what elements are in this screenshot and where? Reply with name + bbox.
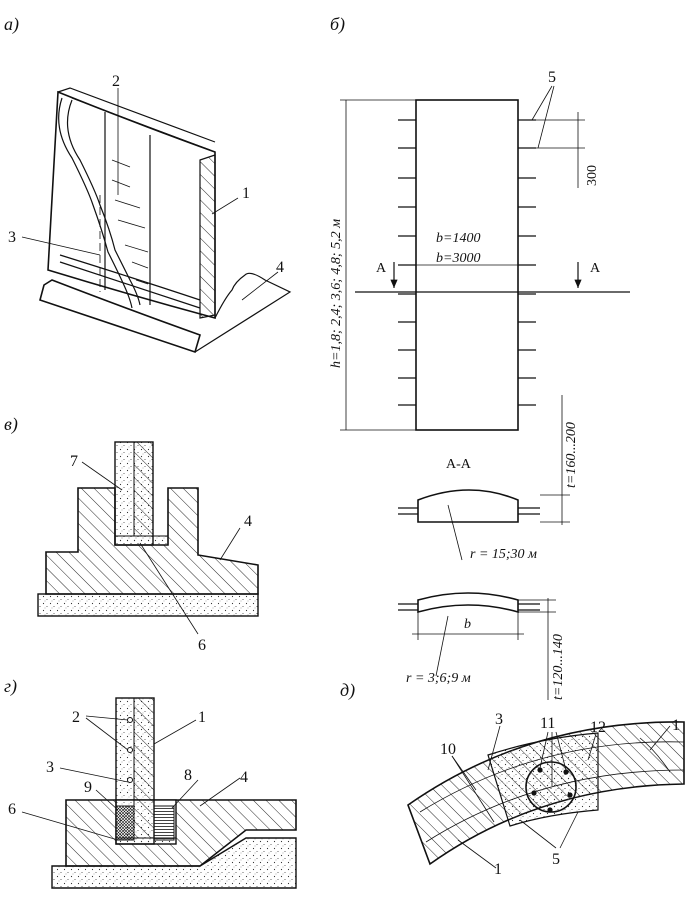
radius-label-2: r = 3;6;9 м bbox=[406, 671, 471, 686]
panel-b-label: б) bbox=[330, 14, 345, 35]
panel-v-label: в) bbox=[4, 414, 18, 435]
callout-g-1: 1 bbox=[198, 709, 206, 726]
panel-a: а) 2 3 bbox=[4, 14, 292, 354]
callout-g-2: 2 bbox=[72, 709, 80, 726]
panel-d-label: д) bbox=[340, 680, 355, 701]
callout-g-9: 9 bbox=[84, 779, 92, 796]
callout-v-4: 4 bbox=[244, 513, 252, 530]
section-title: А-А bbox=[446, 457, 472, 472]
panel-g-label: г) bbox=[4, 676, 17, 697]
callout-a-4: 4 bbox=[276, 259, 284, 276]
cutaway-edge bbox=[66, 99, 141, 306]
width-b: b bbox=[464, 617, 471, 632]
callout-d-11: 11 bbox=[540, 715, 555, 732]
embedded-connectors bbox=[398, 119, 536, 406]
foundation-ground bbox=[194, 272, 292, 353]
reinforcement-cage bbox=[525, 761, 577, 813]
width-label-1: b=1400 bbox=[436, 231, 480, 246]
callout-g-4: 4 bbox=[240, 769, 248, 786]
section-mark-left: А bbox=[376, 261, 387, 276]
panel-d: д) 3 11 12 1 10 1 5 bbox=[340, 680, 685, 878]
callout-a-2: 2 bbox=[112, 73, 120, 90]
height-dimension: h=1,8; 2,4; 3,6; 4,8; 5,2 м bbox=[329, 219, 344, 368]
radius-label-1: r = 15;30 м bbox=[470, 547, 537, 562]
callout-d-3: 3 bbox=[495, 711, 503, 728]
thickness-dimension-1: t=160...200 bbox=[564, 422, 579, 488]
callout-g-3: 3 bbox=[46, 759, 54, 776]
shell-section-2 bbox=[417, 592, 519, 614]
panel-edge-rib bbox=[199, 154, 216, 319]
callout-v-6: 6 bbox=[198, 637, 206, 654]
callout-v-7: 7 bbox=[70, 453, 78, 470]
panel-v: в) 7 4 6 bbox=[4, 414, 259, 654]
panel-b: б) h=1,8; 2,4; 3,6; 4,8; 5,2 м 300 bbox=[329, 14, 630, 525]
panel-a-label: а) bbox=[4, 14, 19, 35]
width-label-2: b=3000 bbox=[436, 251, 480, 266]
callout-g-6: 6 bbox=[8, 801, 16, 818]
callout-b-5: 5 bbox=[548, 69, 556, 86]
callout-d-1-left: 1 bbox=[494, 861, 502, 878]
base-plinth bbox=[39, 279, 201, 354]
callout-d-10: 10 bbox=[440, 741, 456, 758]
sealant-fill bbox=[153, 805, 175, 841]
thickness-dimension-2: t=120...140 bbox=[551, 634, 566, 700]
spacing-dimension: 300 bbox=[585, 165, 600, 186]
section-aa: А-А r = 15;30 м b r = 3;6;9 м t=120...14… bbox=[398, 457, 566, 700]
callout-a-3: 3 bbox=[8, 229, 16, 246]
callout-d-5: 5 bbox=[552, 851, 560, 868]
callout-d-12: 12 bbox=[590, 719, 606, 736]
callout-g-8: 8 bbox=[184, 767, 192, 784]
callout-d-1-right: 1 bbox=[672, 717, 680, 734]
panel-g: г) 2 1 3 4 9 8 6 bbox=[4, 676, 297, 889]
shell-section-1 bbox=[417, 489, 519, 523]
callout-a-1: 1 bbox=[242, 185, 250, 202]
section-mark-right: А bbox=[590, 261, 601, 276]
foundation-pad bbox=[37, 593, 259, 617]
